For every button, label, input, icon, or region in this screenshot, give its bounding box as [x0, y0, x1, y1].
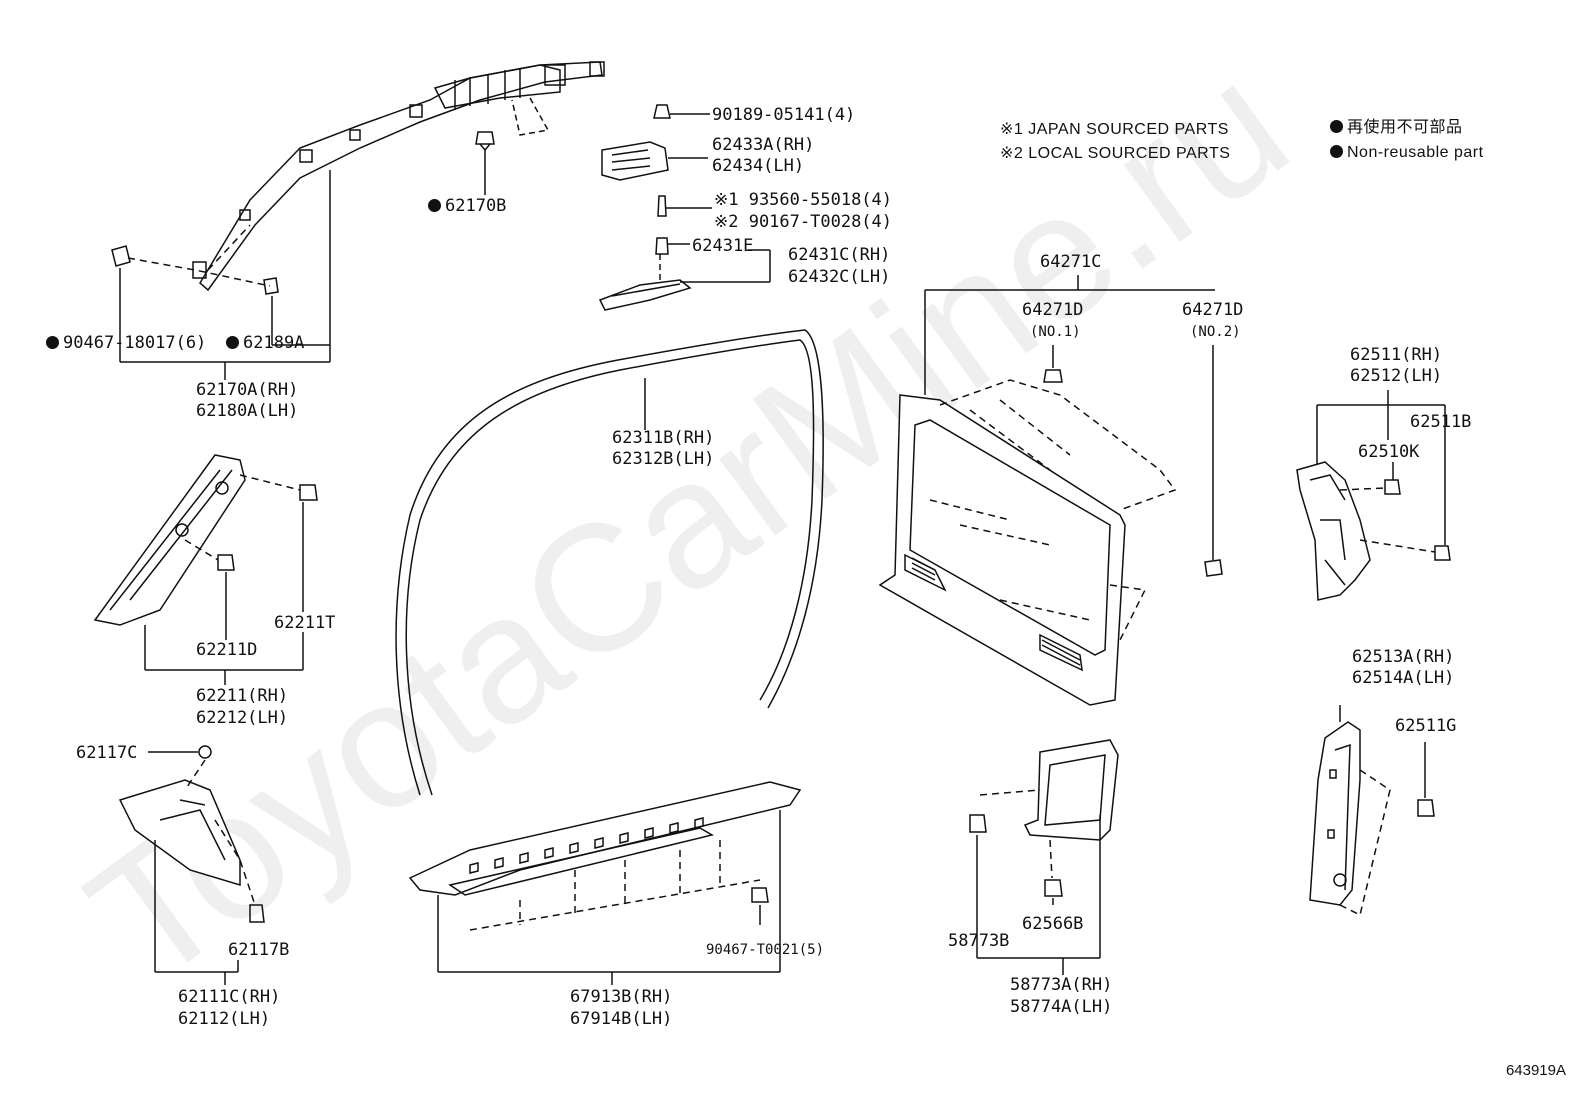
front-pillar-garnish [93, 454, 318, 685]
quarter-trim-upper [1296, 390, 1451, 601]
label-62431E: 62431E [692, 236, 754, 256]
label-64271C: 64271C [1040, 252, 1102, 272]
label-93560: ※1 93560-55018(4) [714, 190, 893, 210]
label-62111C: 62111C(RH) [178, 987, 281, 1007]
roof-rail-garnish [199, 61, 605, 292]
legend-note-1: ※1 JAPAN SOURCED PARTS [1000, 121, 1229, 138]
nonreusable-dot-icon [1330, 145, 1343, 158]
cowl-side-trim [118, 745, 265, 985]
label-62189A: 62189A [226, 333, 304, 353]
label-62513A: 62513A(RH) [1352, 647, 1455, 667]
label-62117B: 62117B [228, 940, 290, 960]
legend-nonreusable-jp: 再使用不可部品 [1330, 118, 1463, 138]
label-62180A: 62180A(LH) [196, 401, 299, 421]
label-90467-18017: 90467-18017(6) [46, 333, 206, 353]
label-62212: 62212(LH) [196, 708, 289, 728]
label-62117C: 62117C [76, 743, 138, 763]
label-58773B: 58773B [948, 931, 1010, 951]
label-90167: ※2 90167-T0028(4) [714, 212, 893, 232]
label-90189: 90189-05141(4) [712, 105, 856, 125]
label-62211T: 62211T [274, 613, 336, 633]
label-67914B: 67914B(LH) [570, 1009, 673, 1029]
legend-note-2: ※2 LOCAL SOURCED PARTS [1000, 145, 1231, 162]
legend-nonreusable-jp-text: 再使用不可部品 [1347, 119, 1463, 136]
legend-nonreusable-en: Non-reusable part [1330, 143, 1484, 163]
label-67913B: 67913B(RH) [570, 987, 673, 1007]
label-62170A: 62170A(RH) [196, 380, 299, 400]
legend-nonreusable-en-text: Non-reusable part [1347, 144, 1484, 161]
label-62433A: 62433A(RH) [712, 135, 815, 155]
label-62514A: 62514A(LH) [1352, 668, 1455, 688]
clips-top-left [111, 170, 331, 380]
nonreusable-dot-icon [1330, 120, 1343, 133]
label-64271D-no1-note: (NO.1) [1030, 324, 1081, 340]
door-weatherstrip [395, 329, 824, 796]
label-62211D: 62211D [196, 640, 258, 660]
label-62511G: 62511G [1395, 716, 1457, 736]
label-62510K: 62510K [1358, 442, 1420, 462]
label-58774A: 58774A(LH) [1010, 997, 1113, 1017]
label-62511: 62511(RH) [1350, 345, 1443, 365]
back-door-trim [878, 275, 1223, 706]
label-62170B: 62170B [428, 196, 506, 216]
nonreusable-dot-icon [226, 336, 239, 349]
label-64271D-no1: 64271D [1022, 300, 1084, 320]
label-62312B: 62312B(LH) [612, 449, 715, 469]
nonreusable-dot-icon [46, 336, 59, 349]
label-62512: 62512(LH) [1350, 366, 1443, 386]
label-62432C: 62432C(LH) [788, 267, 891, 287]
scuff-slots [469, 817, 704, 874]
scuff-plate [408, 781, 802, 985]
document-id: 643919A [1505, 1062, 1566, 1079]
assist-grip-group [598, 104, 771, 311]
label-64271D-no2-note: (NO.2) [1190, 324, 1241, 340]
label-90467-T0021: 90467-T0021(5) [706, 942, 825, 958]
label-62170B-text: 62170B [445, 196, 507, 216]
nonreusable-dot-icon [428, 199, 441, 212]
label-62189A-text: 62189A [243, 333, 305, 353]
label-62434: 62434(LH) [712, 156, 805, 176]
label-62211: 62211(RH) [196, 686, 289, 706]
quarter-trim-lower [1309, 705, 1435, 917]
label-62311B: 62311B(RH) [612, 428, 715, 448]
clip-62170B [475, 131, 495, 195]
label-62511B: 62511B [1410, 412, 1472, 432]
label-62431C: 62431C(RH) [788, 245, 891, 265]
label-62112: 62112(LH) [178, 1009, 271, 1029]
label-58773A: 58773A(RH) [1010, 975, 1113, 995]
deck-trim [969, 739, 1119, 975]
rail-dash [511, 97, 550, 136]
label-90467-18017-text: 90467-18017(6) [63, 333, 207, 353]
label-64271D-no2: 64271D [1182, 300, 1244, 320]
label-62566B: 62566B [1022, 914, 1084, 934]
